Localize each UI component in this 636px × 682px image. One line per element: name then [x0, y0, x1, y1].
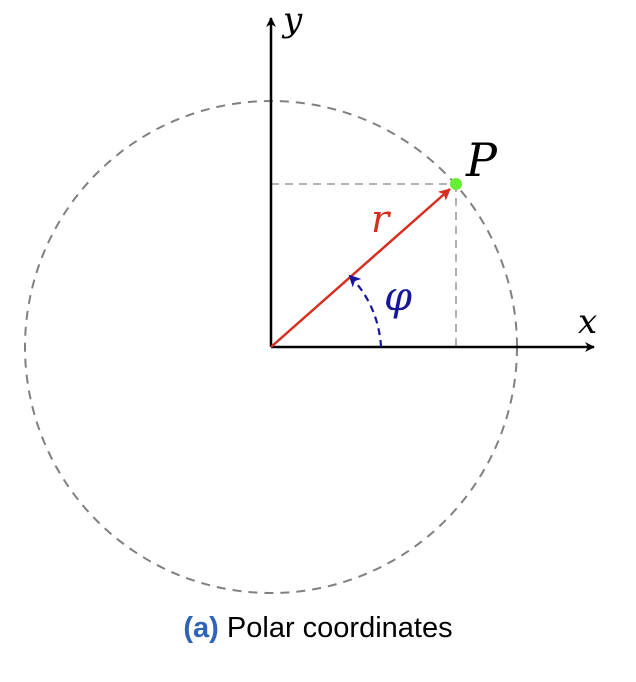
y-axis-label: y — [281, 0, 303, 40]
radius-vector — [270, 188, 451, 348]
caption-text: Polar coordinates — [226, 612, 453, 644]
x-axis-label: x — [578, 302, 597, 342]
angle-label: φ — [384, 274, 412, 320]
point-p-label: P — [465, 133, 498, 187]
angle-arc — [348, 274, 383, 348]
point-p-marker — [450, 178, 462, 190]
radius-label: r — [371, 197, 392, 241]
figure-caption: (a) Polar coordinates — [0, 612, 636, 645]
caption-tag: (a) — [183, 612, 219, 644]
